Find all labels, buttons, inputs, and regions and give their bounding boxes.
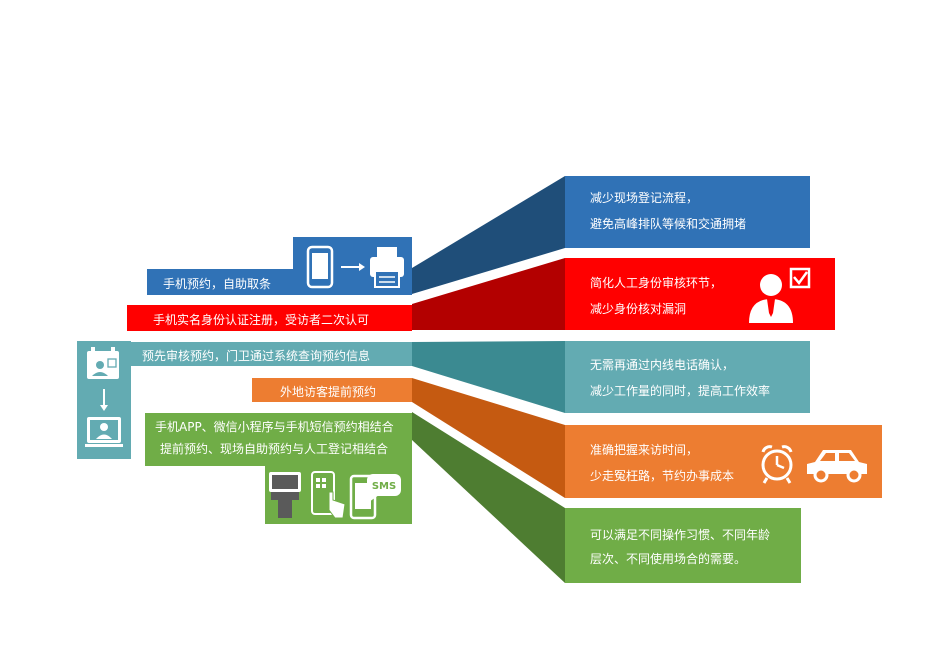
benefit-3-line1: 无需再通过内线电话确认， — [590, 358, 735, 372]
row1-icon-panel — [293, 237, 412, 295]
row1-icons — [306, 245, 404, 289]
benefit-5-line2: 层次、不同使用场合的需要。 — [590, 552, 747, 566]
printer-icon — [370, 247, 404, 288]
row3-label-bar — [131, 342, 412, 366]
band-teal — [412, 341, 565, 413]
band-orange — [412, 378, 565, 498]
arrow-down-icon — [100, 389, 108, 411]
band-blue — [412, 176, 565, 294]
row3-label: 预先审核预约，门卫通过系统查询预约信息 — [142, 349, 371, 363]
phone-icon — [306, 245, 334, 289]
calendar-user-icon — [87, 347, 119, 379]
sms-phone-icon: SMS — [349, 474, 401, 520]
benefit-5-line1: 可以满足不同操作习惯、不同年龄 — [590, 528, 771, 542]
benefit-box-3 — [565, 341, 810, 413]
row4-icons — [761, 445, 867, 484]
monitor-user-icon — [85, 417, 123, 447]
row1-label: 手机预约，自助取条 — [163, 277, 272, 291]
row5-icons: SMS — [269, 471, 401, 520]
band-red — [412, 258, 565, 330]
benefit-2-line2: 减少身份核对漏洞 — [590, 302, 687, 316]
alarm-clock-icon — [761, 445, 793, 484]
sms-label: SMS — [372, 481, 396, 492]
benefit-3-line2: 减少工作量的同时，提高工作效率 — [590, 384, 771, 398]
row2-label-bar — [127, 305, 412, 331]
row3-icon-panel — [77, 341, 131, 459]
benefit-4-line1: 准确把握来访时间， — [590, 443, 699, 457]
benefit-box-1 — [565, 176, 810, 248]
benefit-4-line2: 少走冤枉路，节约办事成本 — [590, 469, 735, 483]
touch-phone-icon — [311, 471, 346, 519]
benefit-1-line2: 避免高峰排队等候和交通拥堵 — [590, 217, 747, 231]
benefit-2-line1: 简化人工身份审核环节， — [590, 276, 723, 290]
row4-label: 外地访客提前预约 — [280, 385, 377, 399]
row5-label-line1: 手机APP、微信小程序与手机短信预约相结合 — [155, 420, 394, 434]
benefit-box-5 — [565, 508, 801, 583]
row5-icon-panel: SMS — [265, 466, 412, 524]
benefit-1-line1: 减少现场登记流程， — [590, 191, 699, 205]
arrow-right-icon — [341, 263, 365, 271]
row4-label-bar — [252, 378, 412, 402]
car-icon — [807, 450, 867, 483]
row2-label: 手机实名身份认证注册，受访者二次认可 — [153, 313, 370, 327]
row5-label-line2: 提前预约、现场自助预约与人工登记相结合 — [160, 442, 389, 456]
kiosk-icon — [269, 472, 301, 518]
row3-icons — [85, 347, 123, 447]
band-green — [412, 412, 565, 583]
user-check-icon — [749, 267, 811, 323]
row5-label-bar — [145, 413, 412, 466]
